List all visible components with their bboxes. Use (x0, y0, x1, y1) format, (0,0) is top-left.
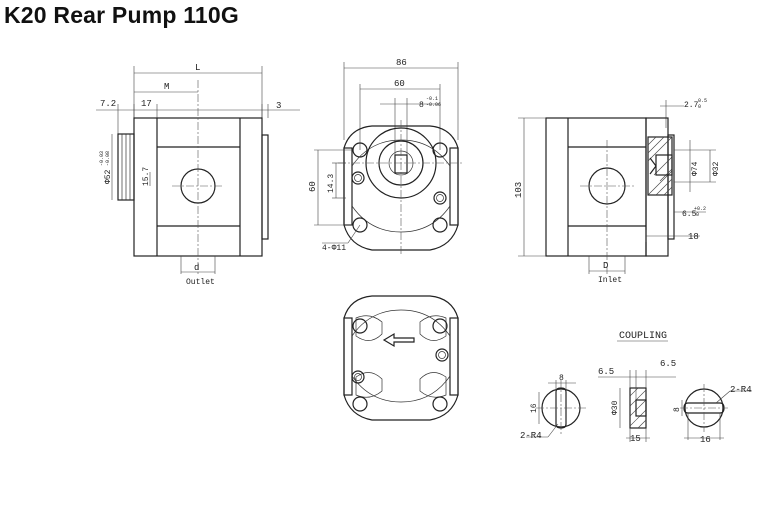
coupling-dim-6-5-a: 6.5 (598, 367, 614, 377)
dim-2-7-tol2: 0 (698, 104, 701, 110)
dim-8-tol-upper: -0.1 (426, 96, 438, 102)
dim-phi74: Φ74 (691, 161, 700, 176)
coupling-dim-8-right: 8 (673, 407, 682, 412)
outlet-label: Outlet (186, 278, 215, 287)
coupling-dim-8-left: 8 (559, 374, 564, 383)
dim-86: 86 (396, 58, 407, 68)
dim-8-key: 8 (419, 101, 424, 110)
page-title: K20 Rear Pump 110G (4, 2, 239, 28)
dim-15-7: 15.7 (142, 167, 151, 186)
dim-60-top: 60 (394, 79, 405, 89)
dim-phi52-tol-lower: -0.08 (105, 151, 111, 166)
dim-6-5-right: 6.5 (682, 210, 697, 219)
coupling-title: COUPLING (619, 331, 667, 342)
dim-phi52-tol-upper: -0.03 (99, 151, 105, 166)
four-phi11-label: 4-Φ11 (322, 244, 346, 253)
dim-phi52: Φ52 (104, 169, 113, 184)
center-front-view: 86 60 8 -0.1 -0.06 (308, 58, 464, 256)
dim-d: d (194, 263, 199, 273)
bottom-view (343, 295, 459, 421)
coupling-dim-6-5-b: 6.5 (660, 359, 676, 369)
coupling-section: COUPLING 8 16 2-R4 6.5 6.5 Φ30 (520, 331, 752, 445)
dim-m: M (164, 82, 169, 92)
coupling-dim-16-left: 16 (530, 403, 539, 413)
coupling-dim-16-right: 16 (700, 435, 711, 445)
dim-17: 17 (141, 99, 152, 109)
left-side-view: L M 7.2 17 3 Φ52 -0.03 -0.08 15.7 (96, 63, 300, 287)
dim-3: 3 (276, 101, 281, 111)
coupling-dim-phi30: Φ30 (611, 400, 620, 415)
dim-14-3: 14.3 (327, 174, 336, 193)
dim-60-side: 60 (308, 181, 318, 192)
coupling-dim-15: 15 (630, 434, 641, 444)
dim-6-5-tol-upper: +0.2 (694, 206, 706, 212)
dim-phi32: Φ32 (712, 161, 721, 176)
dim-8-tol-lower: -0.06 (426, 102, 441, 108)
dim-l: L (195, 63, 200, 73)
dim-2-7-tol: 0.5 (698, 98, 707, 104)
right-side-view: 2.7 0.5 0 103 Φ74 Φ32 (514, 98, 721, 285)
two-r4-right-label: 2-R4 (730, 385, 752, 395)
dim-6-5-tol-lower: 0 (696, 212, 699, 218)
dim-18: 18 (688, 232, 699, 242)
two-r4-left-label: 2-R4 (520, 431, 542, 441)
dim-D: D (603, 261, 608, 271)
inlet-label: Inlet (598, 276, 622, 285)
dim-103: 103 (514, 182, 524, 198)
dim-7-2: 7.2 (100, 99, 116, 109)
dim-2-7: 2.7 (684, 101, 699, 110)
